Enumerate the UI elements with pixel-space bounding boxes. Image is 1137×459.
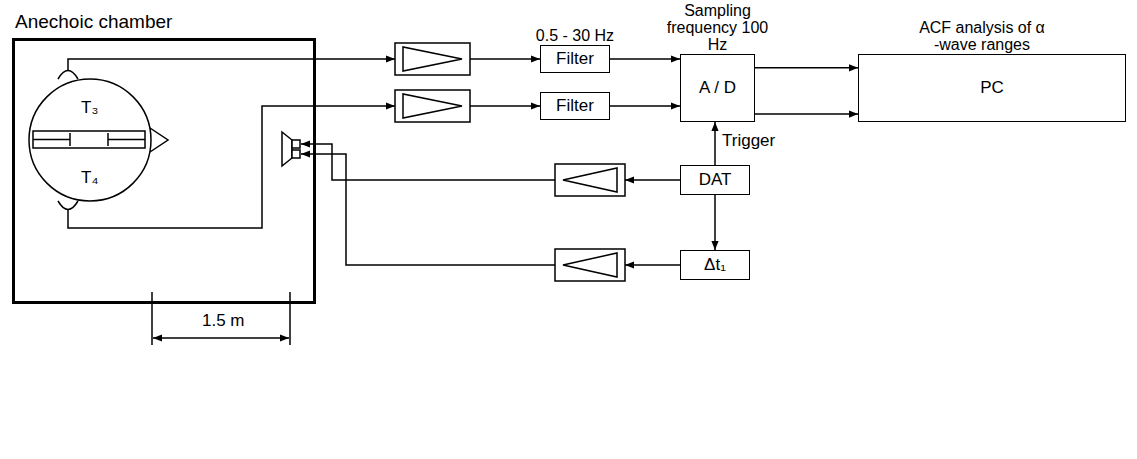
converter-box: Sampling frequency 100 HzA / D <box>680 54 755 122</box>
box-heading: Anechoic chamber <box>15 11 172 33</box>
electrode-label: T₃ <box>80 98 99 118</box>
delay-box: Δt₁ <box>680 250 750 280</box>
signal-arrow <box>714 195 716 250</box>
edge-label: Trigger <box>721 131 776 151</box>
chamber-box: Anechoic chamber <box>12 38 316 304</box>
amplifier <box>395 43 625 281</box>
filter-box: Filter <box>540 92 610 120</box>
box-label: Δt₁ <box>704 255 726 275</box>
box-label: Filter <box>556 96 594 116</box>
electrode-label: T₄ <box>80 168 99 188</box>
filter-box: 0.5 - 30 HzFilter <box>540 45 610 73</box>
signal-arrow <box>610 105 680 107</box>
signal-wire <box>68 59 680 265</box>
computer-box: ACF analysis of α -wave rangesPC <box>858 54 1126 122</box>
recorder-box: DAT <box>680 165 750 195</box>
signal-arrow <box>755 113 858 115</box>
box-label: Filter <box>556 49 594 69</box>
loudspeaker <box>282 132 300 166</box>
dimension-label: 1.5 m <box>201 311 246 331</box>
box-label: PC <box>980 78 1004 98</box>
box-label: DAT <box>699 170 732 190</box>
box-heading: Sampling frequency 100 Hz <box>662 2 774 53</box>
signal-arrow <box>755 67 858 69</box>
signal-arrow <box>610 58 680 60</box>
box-heading: 0.5 - 30 Hz <box>505 27 645 44</box>
box-label: A / D <box>699 78 736 98</box>
box-heading: ACF analysis of α -wave ranges <box>915 19 1049 53</box>
dimension-line <box>152 292 290 345</box>
head <box>29 71 168 210</box>
signal-arrow <box>714 122 716 165</box>
